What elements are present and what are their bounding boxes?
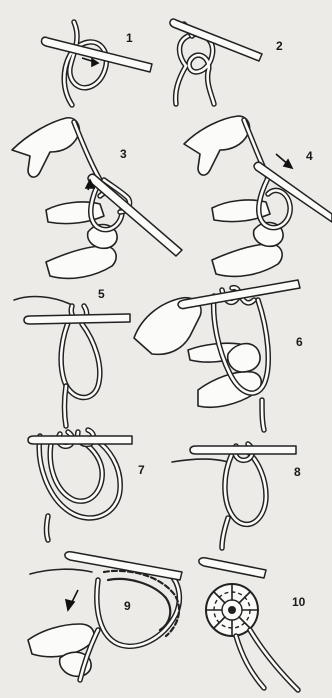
step-7-number: 7 bbox=[138, 463, 145, 477]
step-6-number: 6 bbox=[296, 335, 303, 349]
step-5-number: 5 bbox=[98, 287, 105, 301]
step-9-number: 9 bbox=[124, 599, 131, 613]
step-8-number: 8 bbox=[294, 465, 301, 479]
step-10-number: 10 bbox=[292, 595, 306, 609]
step-4-number: 4 bbox=[306, 149, 313, 163]
step-1-number: 1 bbox=[126, 31, 133, 45]
step-2-number: 2 bbox=[276, 39, 283, 53]
step-3-number: 3 bbox=[120, 147, 127, 161]
